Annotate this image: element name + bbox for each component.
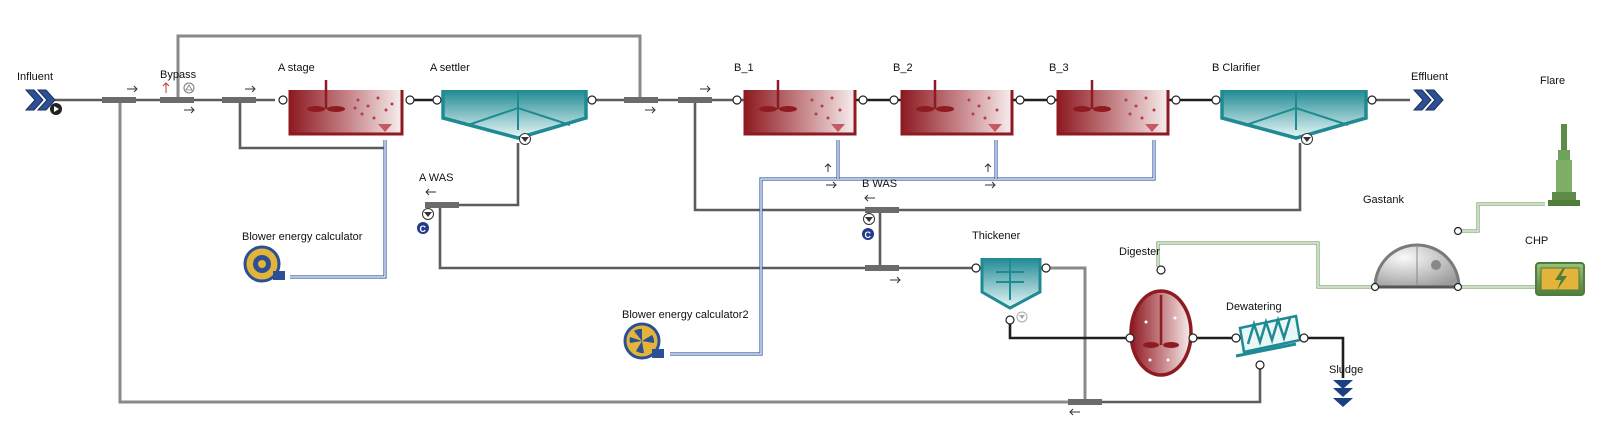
controller-badge-label: C	[420, 224, 427, 234]
a-stage-tank[interactable]: A stage	[278, 62, 415, 136]
a-settler-unit[interactable]: A settler	[430, 62, 597, 145]
thickener-unit[interactable]: Thickener	[971, 230, 1051, 325]
influent-label: Influent	[17, 71, 53, 83]
controller-badge-label-2: C	[865, 230, 872, 240]
b-was-label: B WAS	[862, 178, 897, 190]
b-clarifier-unit[interactable]: B Clarifier	[1211, 62, 1377, 145]
sludge-icon	[1333, 380, 1353, 407]
a-was-label: A WAS	[419, 172, 453, 184]
air-lines	[290, 140, 1156, 356]
gas-lines	[1156, 202, 1545, 289]
b1-label: B_1	[734, 62, 754, 74]
thickener-label: Thickener	[972, 230, 1021, 242]
flare-unit[interactable]: Flare	[1540, 75, 1580, 206]
fan-blower-icon	[243, 245, 285, 283]
b-was-unit[interactable]: B WAS C	[862, 178, 897, 240]
b2-tank[interactable]: B_2	[889, 62, 1025, 136]
splitters	[102, 97, 1102, 405]
effluent-icon	[1412, 89, 1444, 111]
sludge-unit[interactable]: Sludge	[1329, 364, 1363, 407]
blower-2-label: Blower energy calculator2	[622, 309, 749, 321]
mixer-impeller-icon	[307, 80, 345, 112]
chp-unit[interactable]: CHP	[1525, 235, 1585, 296]
b-clarifier-label: B Clarifier	[1212, 62, 1261, 74]
flow-arrows	[127, 82, 1080, 416]
lightning-icon	[1555, 268, 1567, 290]
diffuser-icon	[378, 124, 392, 132]
dewatering-unit[interactable]: Dewatering	[1226, 301, 1309, 370]
effluent-label: Effluent	[1411, 71, 1448, 83]
bypass-label: Bypass	[160, 69, 197, 81]
blower-1-label: Blower energy calculator	[242, 231, 363, 243]
b1-tank[interactable]: B_1	[732, 62, 868, 136]
b3-label: B_3	[1049, 62, 1069, 74]
b3-tank[interactable]: B_3	[1046, 62, 1181, 136]
influent-icon	[24, 89, 56, 111]
flare-stack-icon	[1548, 124, 1580, 206]
bubbles	[353, 96, 394, 120]
a-settler-label: A settler	[430, 62, 470, 74]
gastank-label: Gastank	[1363, 194, 1404, 206]
a-stage-label: A stage	[278, 62, 315, 74]
blower-unit-2[interactable]: Blower energy calculator2	[622, 309, 749, 360]
gastank-unit[interactable]: Gastank	[1363, 194, 1463, 292]
influent-unit[interactable]: Influent	[17, 71, 62, 115]
blower-unit-1[interactable]: Blower energy calculator	[242, 231, 363, 283]
main-pipes	[55, 34, 1410, 404]
digester-label: Digester	[1119, 246, 1160, 258]
gastank-valve-icon	[1431, 260, 1441, 270]
controller-badge	[862, 228, 874, 240]
flare-label: Flare	[1540, 75, 1565, 87]
dewatering-label: Dewatering	[1226, 301, 1282, 313]
controller-badge	[417, 222, 429, 234]
fan-blower-icon	[623, 322, 664, 360]
a-was-unit[interactable]: A WAS C	[417, 172, 453, 234]
bypass-valve-icon	[183, 82, 195, 94]
chp-label: CHP	[1525, 235, 1548, 247]
b2-label: B_2	[893, 62, 913, 74]
digester-unit[interactable]: Digester	[1119, 246, 1198, 377]
sludge-label: Sludge	[1329, 364, 1363, 376]
effluent-unit[interactable]: Effluent	[1411, 71, 1448, 111]
bypass-unit[interactable]: Bypass	[160, 69, 197, 94]
